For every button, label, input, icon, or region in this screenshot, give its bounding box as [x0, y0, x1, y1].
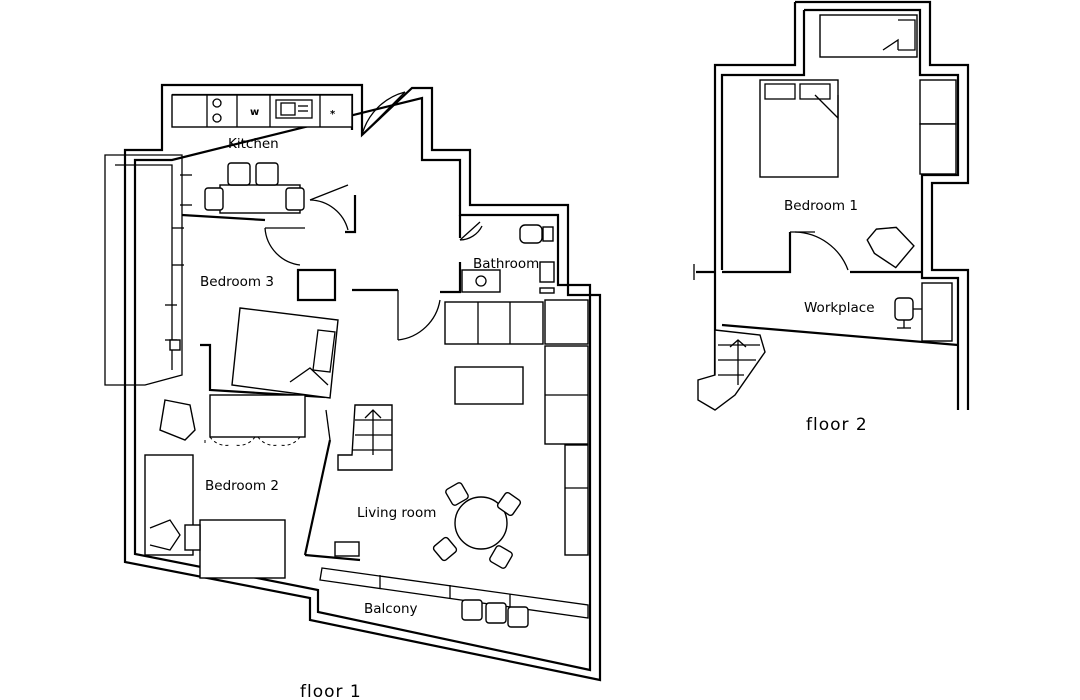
balcony-label: Balcony [364, 601, 418, 617]
kitchen-dining-set [204, 162, 305, 214]
bedroom-2-label: Bedroom 2 [205, 478, 279, 494]
living-room-label: Living room [357, 505, 436, 521]
floor-2-outer-walls [713, 0, 970, 410]
west-balcony-strip [104, 154, 192, 386]
fridge-label: * [330, 109, 336, 120]
bathroom-fixtures [461, 224, 555, 294]
living-room-furniture [334, 299, 589, 569]
floor-2-staircase [697, 329, 766, 411]
floor-1-partitions [181, 195, 462, 562]
bedroom-3-bed [169, 307, 339, 399]
bedroom-3-label: Bedroom 3 [200, 274, 274, 290]
bathroom-label: Bathroom [473, 256, 539, 272]
floor-2-label: floor 2 [806, 415, 868, 435]
floor-1-staircase [337, 404, 393, 471]
south-balcony [319, 567, 589, 628]
bedroom-1-label: Bedroom 1 [784, 198, 858, 214]
workplace-label: Workplace [804, 300, 875, 316]
kitchen-label: Kitchen [228, 136, 279, 152]
floor-1-plan: w * [104, 83, 602, 700]
kitchen-counter: w * [171, 94, 353, 128]
floor-1-label: floor 1 [300, 682, 362, 700]
floor-2-partitions [693, 231, 959, 347]
bedroom-1-furniture [759, 79, 915, 269]
washer-label: w [250, 107, 259, 118]
workplace-furniture [894, 282, 953, 342]
floor-2-plan: Bedroom 1 Workplace floor 2 [693, 0, 970, 435]
floor-1-doors [264, 91, 483, 341]
bedroom-2-furniture [144, 394, 331, 579]
floor-1-outer-walls [123, 83, 602, 682]
